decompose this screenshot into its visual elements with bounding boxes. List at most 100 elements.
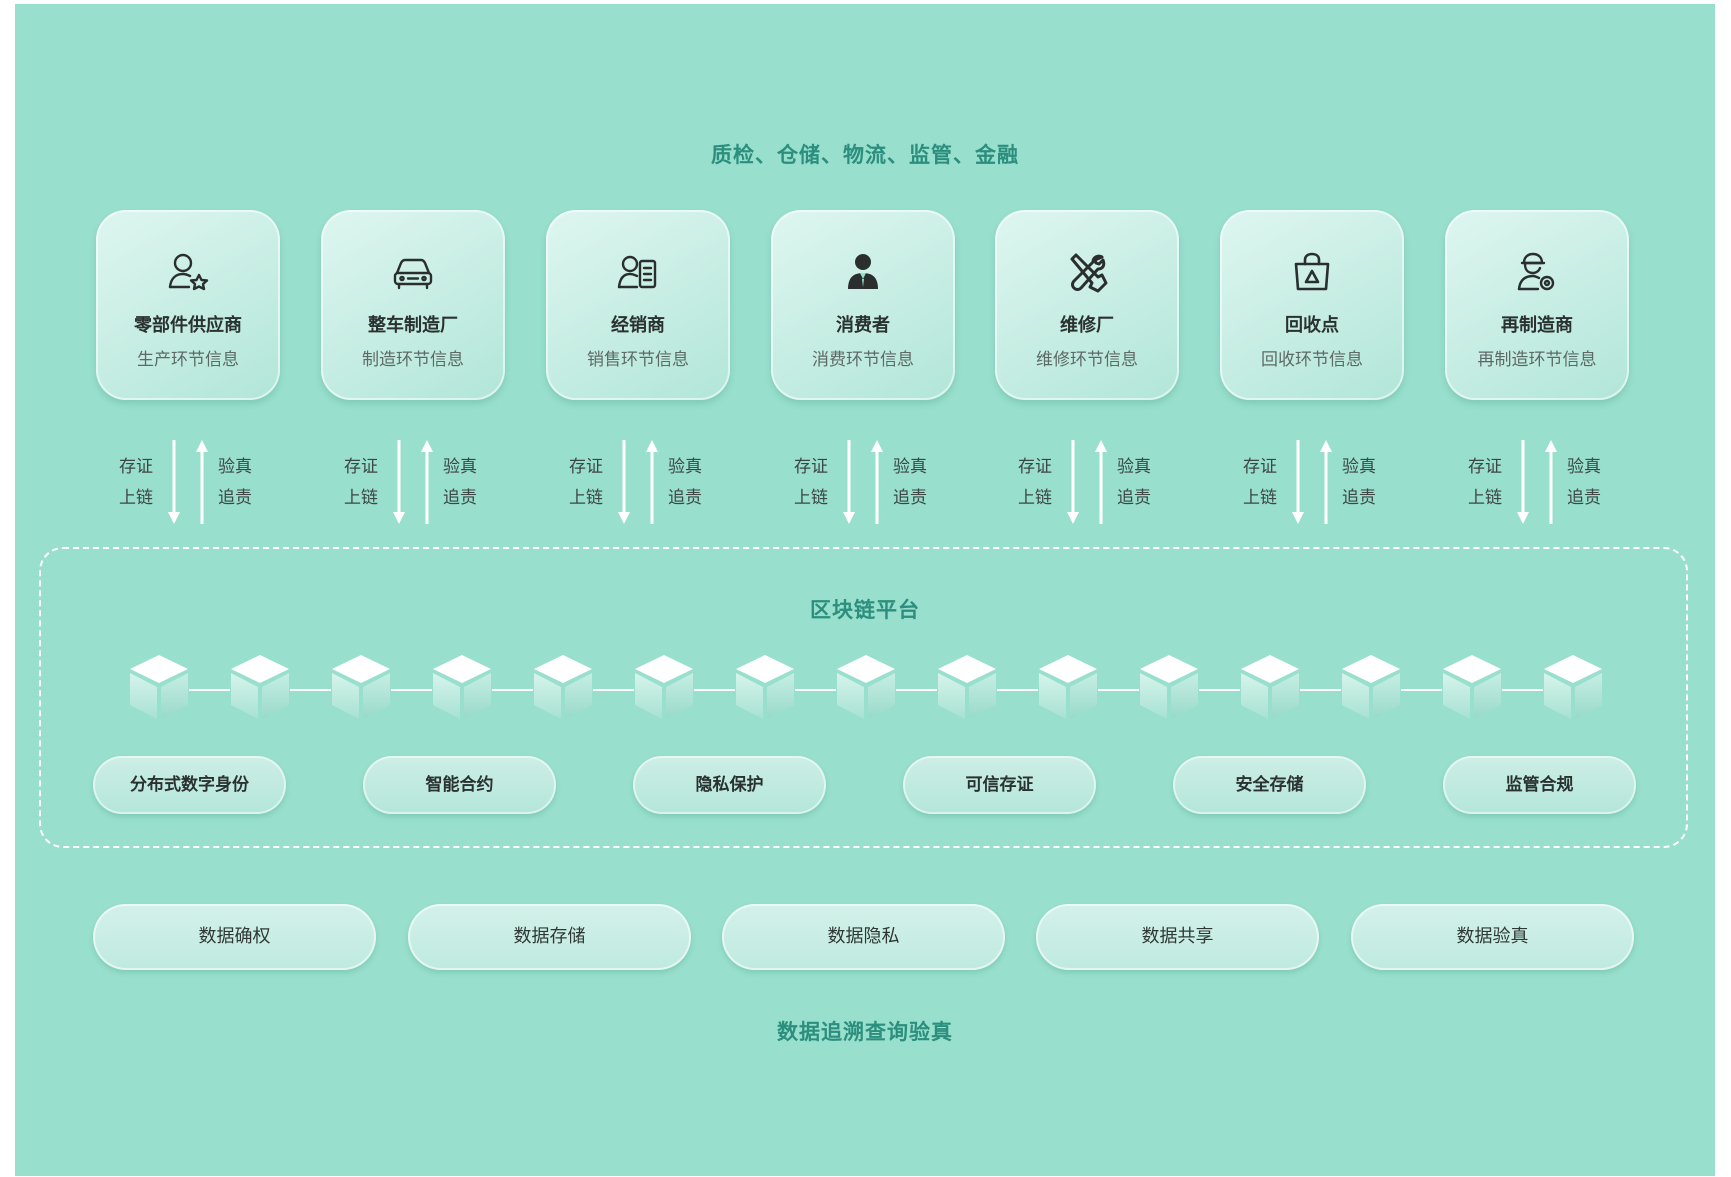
- block-cube-icon: [837, 655, 895, 719]
- block-cube-icon: [1342, 655, 1400, 719]
- block-cube-icon: [332, 655, 390, 719]
- node-name: 整车制造厂: [321, 311, 505, 337]
- diagram-canvas: 质检、仓储、物流、监管、金融 零部件供应商 生产环节信息: [15, 4, 1715, 1176]
- block-cube-icon: [635, 655, 693, 719]
- down-label-2: 上链: [1018, 488, 1052, 508]
- block-cube-icon: [1140, 655, 1198, 719]
- node-name: 维修厂: [995, 311, 1179, 337]
- arrow-group: 存证 上链 验真 追责: [546, 436, 730, 528]
- up-label-2: 追责: [668, 488, 702, 508]
- node-name: 零部件供应商: [96, 311, 280, 337]
- block-cube-icon: [433, 655, 491, 719]
- node-card-dealer[interactable]: 经销商 销售环节信息: [546, 210, 730, 400]
- bottom-title: 数据追溯查询验真: [15, 1016, 1715, 1046]
- up-down-arrows-icon: [771, 436, 955, 528]
- node-desc: 销售环节信息: [546, 345, 730, 370]
- arrow-group: 存证 上链 验真 追责: [771, 436, 955, 528]
- data-item-rights[interactable]: 数据确权: [93, 904, 376, 970]
- feature-compliance[interactable]: 监管合规: [1443, 756, 1636, 814]
- up-down-arrows-icon: [1220, 436, 1404, 528]
- node-name: 回收点: [1220, 311, 1404, 337]
- node-desc: 维修环节信息: [995, 345, 1179, 370]
- up-label-2: 追责: [1117, 488, 1151, 508]
- car-icon: [388, 247, 438, 297]
- consumer-icon: [838, 247, 888, 297]
- block-cube-icon: [1241, 655, 1299, 719]
- up-down-arrows-icon: [546, 436, 730, 528]
- arrow-group: 存证 上链 验真 追责: [995, 436, 1179, 528]
- feature-secure-storage[interactable]: 安全存储: [1173, 756, 1366, 814]
- up-label-2: 追责: [443, 488, 477, 508]
- tools-icon: [1062, 247, 1112, 297]
- up-down-arrows-icon: [995, 436, 1179, 528]
- arrow-group: 存证 上链 验真 追责: [1220, 436, 1404, 528]
- down-label-1: 存证: [569, 457, 603, 477]
- up-down-arrows-icon: [321, 436, 505, 528]
- node-card-recycling-point[interactable]: 回收点 回收环节信息: [1220, 210, 1404, 400]
- data-item-privacy[interactable]: 数据隐私: [722, 904, 1005, 970]
- up-label-1: 验真: [668, 457, 702, 477]
- down-label-2: 上链: [794, 488, 828, 508]
- node-desc: 再制造环节信息: [1445, 345, 1629, 370]
- down-label-2: 上链: [569, 488, 603, 508]
- feature-trusted-evidence[interactable]: 可信存证: [903, 756, 1096, 814]
- down-label-2: 上链: [1468, 488, 1502, 508]
- block-cube-icon: [938, 655, 996, 719]
- dealer-icon: [613, 247, 663, 297]
- up-down-arrows-icon: [96, 436, 280, 528]
- up-label-2: 追责: [218, 488, 252, 508]
- feature-distributed-identity[interactable]: 分布式数字身份: [93, 756, 286, 814]
- data-item-sharing[interactable]: 数据共享: [1036, 904, 1319, 970]
- block-cube-icon: [1443, 655, 1501, 719]
- up-label-2: 追责: [1567, 488, 1601, 508]
- arrow-group: 存证 上链 验真 追责: [1445, 436, 1629, 528]
- down-label-1: 存证: [794, 457, 828, 477]
- up-label-2: 追责: [893, 488, 927, 508]
- node-name: 消费者: [771, 311, 955, 337]
- up-label-1: 验真: [1342, 457, 1376, 477]
- node-card-supplier[interactable]: 零部件供应商 生产环节信息: [96, 210, 280, 400]
- node-desc: 回收环节信息: [1220, 345, 1404, 370]
- data-item-storage[interactable]: 数据存储: [408, 904, 691, 970]
- recycle-bag-icon: [1287, 247, 1337, 297]
- data-item-verification[interactable]: 数据验真: [1351, 904, 1634, 970]
- down-label-1: 存证: [344, 457, 378, 477]
- up-label-1: 验真: [443, 457, 477, 477]
- node-card-remanufacturer[interactable]: 再制造商 再制造环节信息: [1445, 210, 1629, 400]
- up-label-1: 验真: [1117, 457, 1151, 477]
- node-name: 经销商: [546, 311, 730, 337]
- arrow-group: 存证 上链 验真 追责: [96, 436, 280, 528]
- down-label-2: 上链: [1243, 488, 1277, 508]
- platform-title: 区块链平台: [15, 594, 1715, 624]
- chain-blocks: [130, 655, 1602, 719]
- block-cube-icon: [1039, 655, 1097, 719]
- down-label-1: 存证: [1243, 457, 1277, 477]
- supplier-icon: [163, 247, 213, 297]
- arrow-group: 存证 上链 验真 追责: [321, 436, 505, 528]
- down-label-1: 存证: [1468, 457, 1502, 477]
- down-label-1: 存证: [119, 457, 153, 477]
- feature-smart-contract[interactable]: 智能合约: [363, 756, 556, 814]
- feature-privacy-protection[interactable]: 隐私保护: [633, 756, 826, 814]
- up-label-1: 验真: [218, 457, 252, 477]
- up-label-2: 追责: [1342, 488, 1376, 508]
- top-title: 质检、仓储、物流、监管、金融: [15, 139, 1715, 169]
- node-name: 再制造商: [1445, 311, 1629, 337]
- block-cube-icon: [130, 655, 188, 719]
- down-label-2: 上链: [119, 488, 153, 508]
- node-card-manufacturer[interactable]: 整车制造厂 制造环节信息: [321, 210, 505, 400]
- node-card-consumer[interactable]: 消费者 消费环节信息: [771, 210, 955, 400]
- down-label-1: 存证: [1018, 457, 1052, 477]
- block-cube-icon: [534, 655, 592, 719]
- node-desc: 消费环节信息: [771, 345, 955, 370]
- block-cube-icon: [231, 655, 289, 719]
- node-desc: 制造环节信息: [321, 345, 505, 370]
- down-label-2: 上链: [344, 488, 378, 508]
- block-cube-icon: [1544, 655, 1602, 719]
- up-label-1: 验真: [1567, 457, 1601, 477]
- block-chain: [15, 644, 1715, 724]
- node-desc: 生产环节信息: [96, 345, 280, 370]
- block-cube-icon: [736, 655, 794, 719]
- remanufacturer-icon: [1512, 247, 1562, 297]
- node-card-repair-shop[interactable]: 维修厂 维修环节信息: [995, 210, 1179, 400]
